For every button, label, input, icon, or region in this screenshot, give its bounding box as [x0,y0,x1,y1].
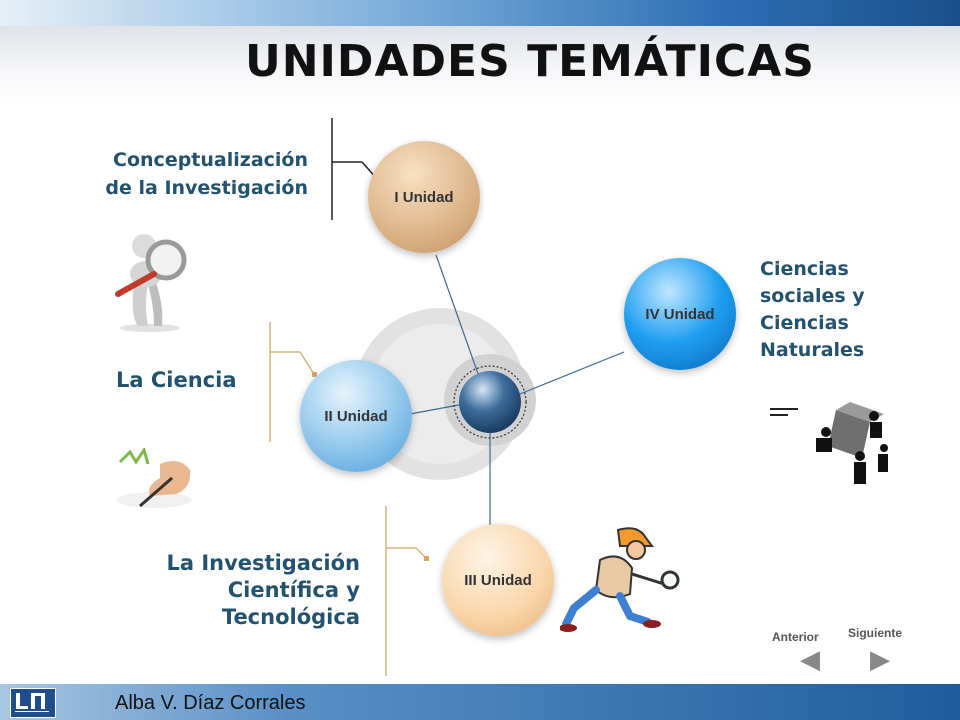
central-sphere [459,371,521,433]
unit-4-topic-line-2: sociales y [760,285,865,307]
footer-bar [0,684,960,720]
unit-4-label: IV Unidad [645,306,715,323]
unit-1-topic-line-1: Conceptualización [113,149,308,171]
unit-3-topic-line-2: Científica y [227,578,360,602]
writing-hand-icon [116,448,192,508]
page-title: UNIDADES TEMÁTICAS [245,36,815,87]
unit-3-label: III Unidad [464,572,532,589]
unit-1-sphere[interactable]: I Unidad [368,141,480,253]
unit-2-sphere[interactable]: II Unidad [300,360,412,472]
connector-u4 [514,351,625,397]
teamwork-figures-icon [770,402,888,484]
connector-u2 [409,403,465,415]
next-label: Siguiente [848,626,903,640]
unit-1-topic-line-2: de la Investigación [105,177,308,199]
unit-3-topic-line-3: Tecnológica [221,605,360,629]
detective-icon [560,527,680,632]
unit-4-topic: Ciencias sociales y Ciencias Naturales [760,256,865,364]
magnifier-figure-icon [115,234,187,332]
next-arrow-icon[interactable]: ▶ [870,644,890,674]
previous-label: Anterior [772,630,819,644]
unit-1-label: I Unidad [394,189,454,206]
unit-4-topic-line-4: Naturales [760,339,865,361]
title-band [0,26,960,102]
unit-4-topic-line-1: Ciencias [760,258,849,280]
footer-author: Alba V. Díaz Corrales [115,692,306,714]
unit-4-sphere[interactable]: IV Unidad [624,258,736,370]
institution-logo-icon [10,688,56,718]
unit-2-topic: La Ciencia [116,368,237,392]
unit-3-topic-line-1: La Investigación [166,551,360,575]
unit-3-sphere[interactable]: III Unidad [442,524,554,636]
unit-3-topic: La Investigación Científica y Tecnológic… [100,550,360,631]
previous-arrow-icon[interactable]: ◀ [800,644,820,674]
unit-4-topic-line-3: Ciencias [760,312,849,334]
unit-2-label: II Unidad [324,408,388,425]
unit-1-topic: Conceptualización de la Investigación [60,146,308,202]
top-bar [0,0,960,26]
connector-u1 [435,254,483,386]
